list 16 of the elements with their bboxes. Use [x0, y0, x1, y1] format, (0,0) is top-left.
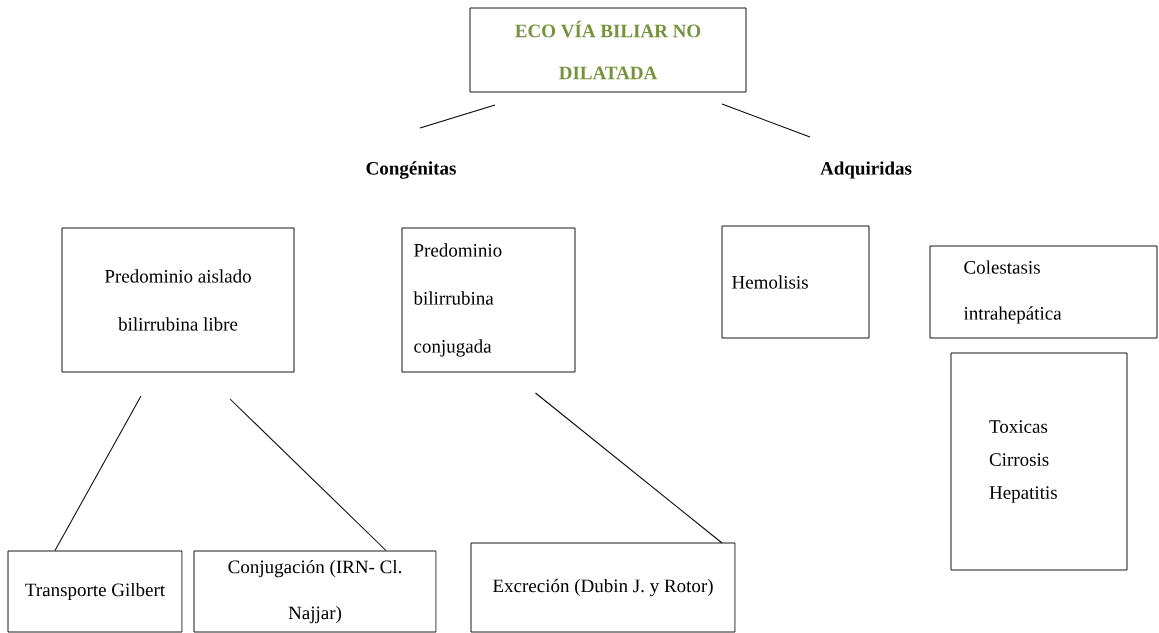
- connector-line: [721, 103, 811, 138]
- connector-line: [419, 104, 496, 129]
- process-box: Transporte Gilbert: [7, 550, 183, 633]
- process-box: Conjugación (IRN- Cl. Najjar): [193, 550, 437, 633]
- process-box: Colestasis intrahepática: [929, 245, 1158, 339]
- process-box: Hemolisis: [721, 225, 870, 339]
- category-label: Adquiridas: [820, 161, 912, 179]
- process-box: Toxicas Cirrosis Hepatitis: [950, 352, 1128, 571]
- category-label: Congénitas: [366, 161, 456, 179]
- connector-line: [229, 398, 387, 551]
- process-box: Excreción (Dubin J. y Rotor): [470, 542, 736, 633]
- connector-line: [54, 395, 142, 551]
- process-box: Predominio bilirrubina conjugada: [401, 227, 576, 373]
- process-box: Predominio aislado bilirrubina libre: [61, 227, 295, 373]
- title-box: ECO VÍA BILIAR NO DILATADA: [469, 7, 747, 93]
- connector-line: [535, 392, 723, 544]
